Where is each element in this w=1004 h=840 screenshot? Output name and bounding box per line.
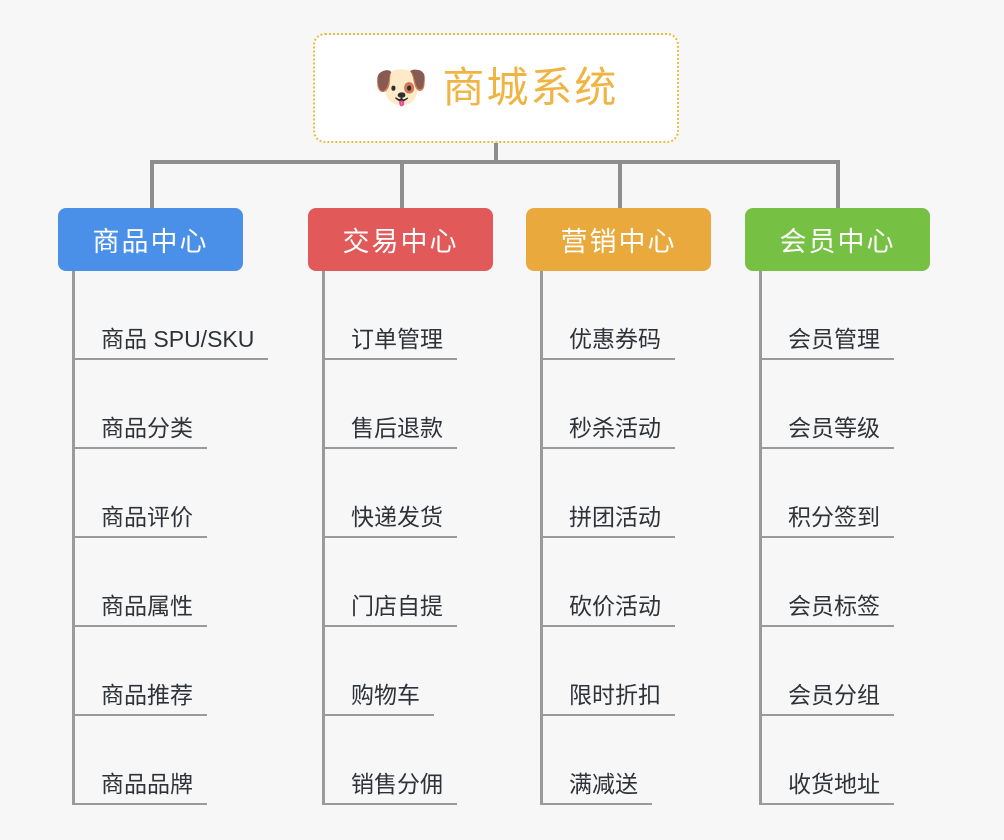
leaf-item-label: 限时折扣	[543, 682, 675, 716]
connector-drop-3	[618, 160, 622, 208]
leaf-item-label: 商品属性	[75, 593, 207, 627]
root-title: 商城系统	[442, 64, 619, 111]
leaf-item-label: 商品品牌	[75, 771, 207, 805]
leaf-item-label: 会员标签	[762, 593, 894, 627]
leaf-item[interactable]: 会员分组	[762, 627, 930, 716]
leaf-item-label: 优惠券码	[543, 326, 675, 360]
root-node[interactable]: 🐶 商城系统	[313, 33, 679, 143]
leaf-item-label: 售后退款	[325, 415, 457, 449]
leaf-item[interactable]: 商品推荐	[75, 627, 243, 716]
shiba-dog-face-icon: 🐶	[373, 63, 429, 112]
leaf-item-label: 积分签到	[762, 504, 894, 538]
leaf-item-label: 收货地址	[762, 771, 894, 805]
leaf-item[interactable]: 收货地址	[762, 716, 930, 805]
leaf-item-label: 商品分类	[75, 415, 207, 449]
leaf-item-label: 砍价活动	[543, 593, 675, 627]
leaf-item-label: 门店自提	[325, 593, 457, 627]
leaf-item-label: 满减送	[543, 771, 652, 805]
leaf-item[interactable]: 积分签到	[762, 449, 930, 538]
category-column-2: 交易中心订单管理售后退款快递发货门店自提购物车销售分佣	[308, 208, 493, 805]
leaf-item[interactable]: 会员标签	[762, 538, 930, 627]
leaf-item[interactable]: 商品属性	[75, 538, 243, 627]
leaf-item[interactable]: 拼团活动	[543, 449, 711, 538]
category-column-3: 营销中心优惠券码秒杀活动拼团活动砍价活动限时折扣满减送	[526, 208, 711, 805]
leaf-item[interactable]: 会员等级	[762, 360, 930, 449]
category-column-1: 商品中心商品 SPU/SKU 商品分类商品评价商品属性商品推荐商品品牌	[58, 208, 269, 805]
leaf-item[interactable]: 商品 SPU/SKU	[75, 271, 269, 360]
leaf-item[interactable]: 购物车	[325, 627, 493, 716]
leaf-item[interactable]: 商品品牌	[75, 716, 243, 805]
leaf-item-label: 拼团活动	[543, 504, 675, 538]
leaf-item-label: 商品评价	[75, 504, 207, 538]
leaf-item-label: 购物车	[325, 682, 434, 716]
connector-horizontal-bus	[150, 160, 836, 164]
connector-drop-1	[150, 160, 154, 208]
connector-root-stem	[494, 143, 498, 163]
category-label: 营销中心	[560, 227, 677, 257]
leaf-item-label: 快递发货	[325, 504, 457, 538]
leaf-item[interactable]: 优惠券码	[543, 271, 711, 360]
leaf-item[interactable]: 商品评价	[75, 449, 243, 538]
category-label: 交易中心	[342, 227, 459, 257]
connector-drop-4	[836, 160, 840, 208]
leaf-list-1: 商品 SPU/SKU 商品分类商品评价商品属性商品推荐商品品牌	[72, 271, 269, 805]
category-label: 会员中心	[779, 227, 896, 257]
leaf-item-label: 商品 SPU/SKU	[75, 326, 269, 360]
leaf-list-2: 订单管理售后退款快递发货门店自提购物车销售分佣	[322, 271, 493, 805]
leaf-item[interactable]: 会员管理	[762, 271, 930, 360]
category-label: 商品中心	[92, 227, 209, 257]
leaf-item[interactable]: 销售分佣	[325, 716, 493, 805]
category-header-1[interactable]: 商品中心	[58, 208, 243, 271]
leaf-item-label: 会员等级	[762, 415, 894, 449]
leaf-item-label: 会员分组	[762, 682, 894, 716]
category-column-4: 会员中心会员管理会员等级积分签到会员标签会员分组收货地址	[745, 208, 930, 805]
leaf-item[interactable]: 砍价活动	[543, 538, 711, 627]
leaf-list-4: 会员管理会员等级积分签到会员标签会员分组收货地址	[759, 271, 930, 805]
category-header-2[interactable]: 交易中心	[308, 208, 493, 271]
leaf-item-label: 秒杀活动	[543, 415, 675, 449]
category-header-4[interactable]: 会员中心	[745, 208, 930, 271]
leaf-item-label: 销售分佣	[325, 771, 457, 805]
category-header-3[interactable]: 营销中心	[526, 208, 711, 271]
leaf-item[interactable]: 商品分类	[75, 360, 243, 449]
leaf-item[interactable]: 秒杀活动	[543, 360, 711, 449]
leaf-item-label: 订单管理	[325, 326, 457, 360]
leaf-item[interactable]: 快递发货	[325, 449, 493, 538]
connector-drop-2	[400, 160, 404, 208]
leaf-item[interactable]: 订单管理	[325, 271, 493, 360]
leaf-item[interactable]: 限时折扣	[543, 627, 711, 716]
leaf-list-3: 优惠券码秒杀活动拼团活动砍价活动限时折扣满减送	[540, 271, 711, 805]
leaf-item[interactable]: 满减送	[543, 716, 711, 805]
leaf-item-label: 商品推荐	[75, 682, 207, 716]
leaf-item[interactable]: 售后退款	[325, 360, 493, 449]
leaf-item-label: 会员管理	[762, 326, 894, 360]
leaf-item[interactable]: 门店自提	[325, 538, 493, 627]
